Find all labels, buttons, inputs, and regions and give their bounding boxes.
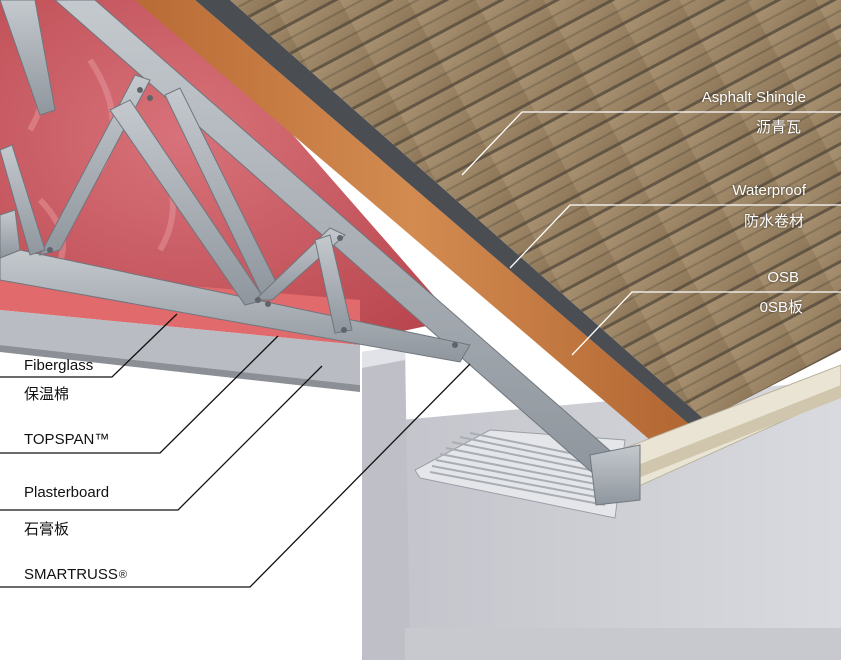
label-osb-zh: 0SB板 xyxy=(759,299,803,316)
label-plasterboard-en: Plasterboard xyxy=(24,484,110,501)
label-smartruss-en: SMARTRUSS xyxy=(24,566,118,583)
waterproof-membrane xyxy=(195,0,705,425)
leader-line-topspan xyxy=(0,335,279,454)
label-topspan-en: TOPSPAN xyxy=(24,431,95,448)
leader-lines xyxy=(0,111,841,588)
leader-line-waterproof xyxy=(509,204,841,269)
leader-line-fiberglass xyxy=(0,313,178,378)
label-smartruss-mark: ® xyxy=(118,569,128,581)
leader-line-asphalt-shingle xyxy=(461,111,841,176)
label-asphalt-shingle-zh: 沥青瓦 xyxy=(755,119,801,136)
leader-line-smartruss xyxy=(0,363,471,588)
steel-truss xyxy=(0,0,641,506)
label-smartruss: SMARTRUSS® xyxy=(24,566,127,584)
leader-line-plasterboard xyxy=(0,365,323,511)
label-plasterboard-zh: 石膏板 xyxy=(24,521,70,538)
leader-line-osb xyxy=(571,291,841,356)
label-topspan-mark: ™ xyxy=(94,431,110,448)
label-asphalt-shingle-en: Asphalt Shingle xyxy=(701,89,806,106)
asphalt-shingle-surface xyxy=(230,0,841,420)
label-osb-en: OSB xyxy=(767,269,799,286)
truss-bolts xyxy=(47,87,458,348)
osb-board xyxy=(135,0,690,440)
label-waterproof-zh: 防水卷材 xyxy=(743,213,804,230)
label-topspan: TOPSPAN™ xyxy=(24,431,109,449)
label-fiberglass-en: Fiberglass xyxy=(24,357,94,374)
label-waterproof-en: Waterproof xyxy=(732,182,806,199)
label-fiberglass-zh: 保温棉 xyxy=(24,386,70,403)
